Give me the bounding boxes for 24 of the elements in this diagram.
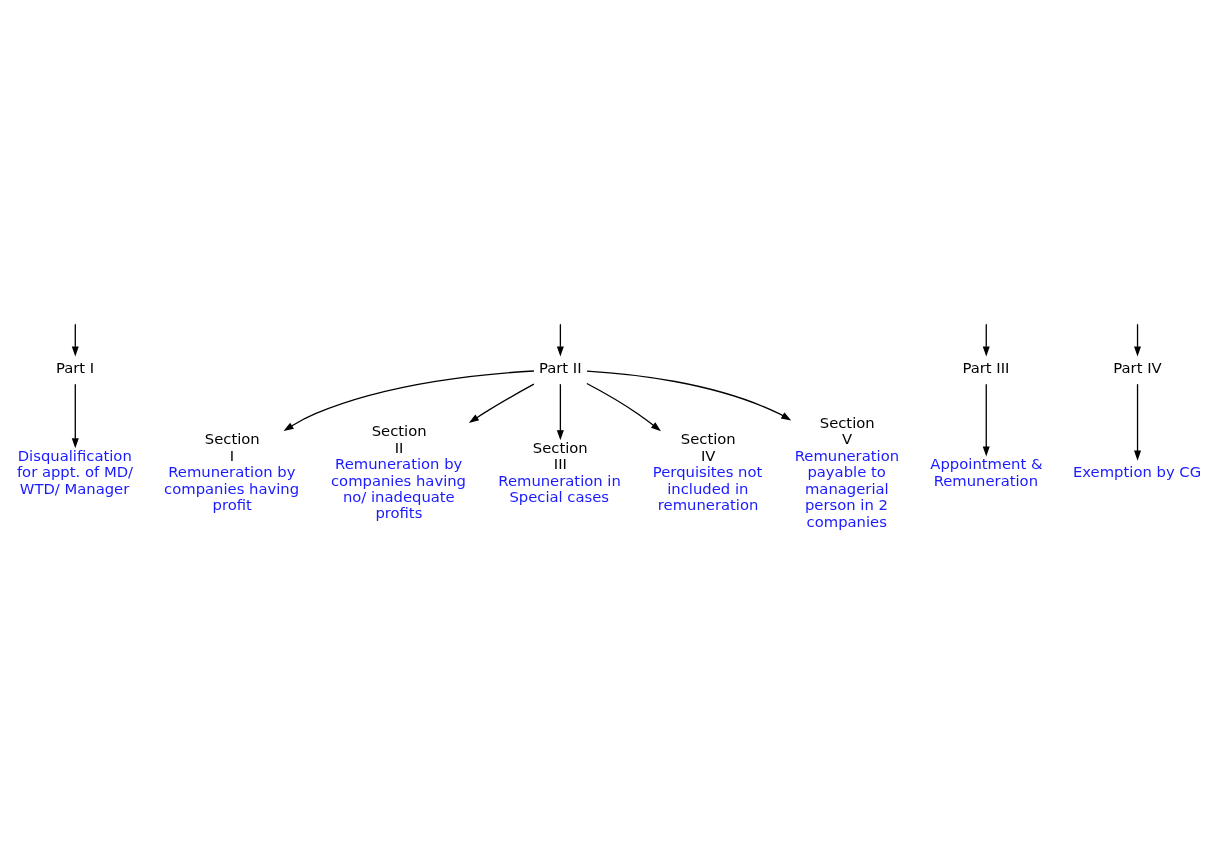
arrow — [586, 369, 792, 420]
node-text: Appointment & Remuneration — [930, 454, 1043, 489]
node-text: Part II — [539, 358, 582, 376]
node-text: Section IV Perquisites not included in remuneration — [652, 429, 763, 513]
node-text: Disqualification for appt. of MD/ WTD/ Manager — [16, 446, 134, 497]
node-text: Part I — [55, 358, 95, 376]
arrow — [982, 383, 990, 456]
node-text: Section III Remuneration in Special cases — [498, 438, 621, 505]
node-text: Part III — [962, 358, 1010, 376]
arrow — [586, 382, 661, 431]
node-text: Exemption by CG — [1073, 462, 1202, 480]
node-text: Section I Remuneration by companies having profit — [164, 429, 300, 513]
node-text: Section V Remuneration payable to managerial person in 2 companies — [794, 413, 900, 530]
node-text: Part IV — [1113, 358, 1162, 376]
node-text: Section II Remuneration by companies having no/ inadequate profits — [330, 421, 467, 521]
arrow — [556, 383, 564, 440]
arrow — [1134, 323, 1142, 356]
arrow — [468, 383, 535, 423]
arrow — [556, 323, 564, 356]
arrow — [1134, 383, 1142, 461]
arrow — [71, 383, 79, 448]
arrow — [283, 369, 535, 431]
arrow — [71, 323, 79, 356]
arrow — [982, 323, 990, 356]
